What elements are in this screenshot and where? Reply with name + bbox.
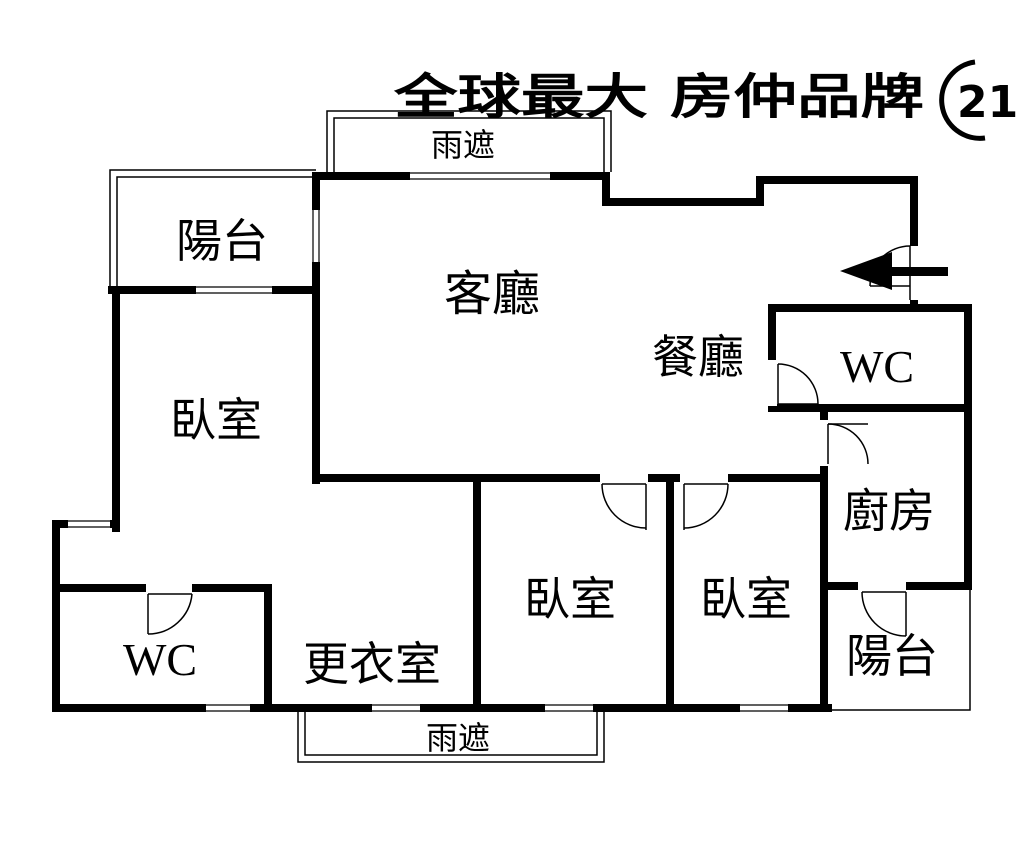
canopy-top-label: 雨遮 [431, 126, 495, 164]
wc-bottom-label: WC [123, 634, 197, 685]
bedroom-middle-label: 臥室 [524, 572, 616, 626]
dining-room-label: 餐廳 [652, 330, 744, 384]
canopy-bottom-label: 雨遮 [426, 719, 490, 757]
bedroom-master-label: 臥室 [170, 393, 262, 447]
living-room-label: 客廳 [444, 266, 540, 322]
canopy-bottom [297, 710, 605, 763]
century21-logo-icon: 21 [939, 59, 1018, 141]
bedroom-right-label: 臥室 [700, 572, 792, 626]
logo-number: 21 [957, 77, 1018, 128]
entrance-arrow-icon [840, 252, 948, 290]
slogan-text: 全球最大 房仲品牌 [393, 69, 924, 125]
walk-in-closet-label: 更衣室 [303, 637, 441, 691]
wc-top-label: WC [840, 341, 914, 392]
kitchen-label: 廚房 [843, 484, 935, 538]
canopy-top [326, 110, 612, 172]
balcony-left-label: 陽台 [176, 214, 268, 268]
windows [68, 171, 788, 713]
balcony-right-label: 陽台 [846, 629, 938, 683]
balcony-left-rail [109, 169, 316, 286]
